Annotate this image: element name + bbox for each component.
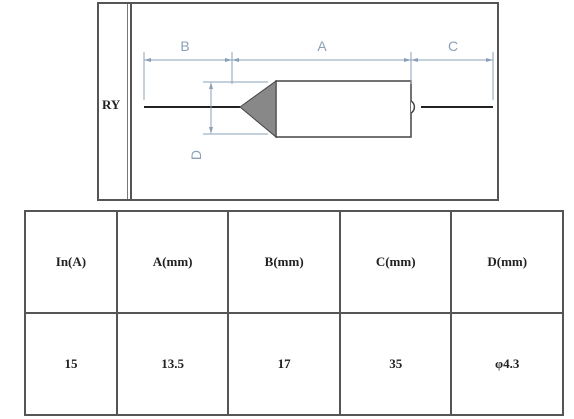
dimension-label-d: D [188,150,204,160]
header-cell-a: A(mm) [115,210,230,314]
series-label: RY [102,97,121,112]
table-row: 15 13.5 17 35 φ4.3 [24,312,564,416]
value-cell-b: 17 [227,312,341,416]
value-cell-c: 35 [338,312,453,416]
series-label-cell [99,4,132,199]
fuse-dimension-drawing: B A C D [143,38,494,160]
header-cell-c: C(mm) [338,210,453,314]
dimension-label-b: B [180,38,189,54]
value-cell-d: φ4.3 [450,312,564,416]
value-cell-current: 15 [24,312,118,416]
dimension-label-c: C [448,38,458,54]
spec-table: In(A) A(mm) B(mm) C(mm) D(mm) 15 13.5 17… [24,210,564,416]
header-cell-current: In(A) [24,210,118,314]
header-cell-b: B(mm) [227,210,341,314]
fuse-body [275,80,412,138]
dimension-label-a: A [317,38,327,54]
end-cap [410,100,416,114]
table-header-row: In(A) A(mm) B(mm) C(mm) D(mm) [24,210,564,314]
value-cell-a: 13.5 [115,312,230,416]
sealing-cone [239,80,277,139]
header-cell-d: D(mm) [450,210,564,314]
